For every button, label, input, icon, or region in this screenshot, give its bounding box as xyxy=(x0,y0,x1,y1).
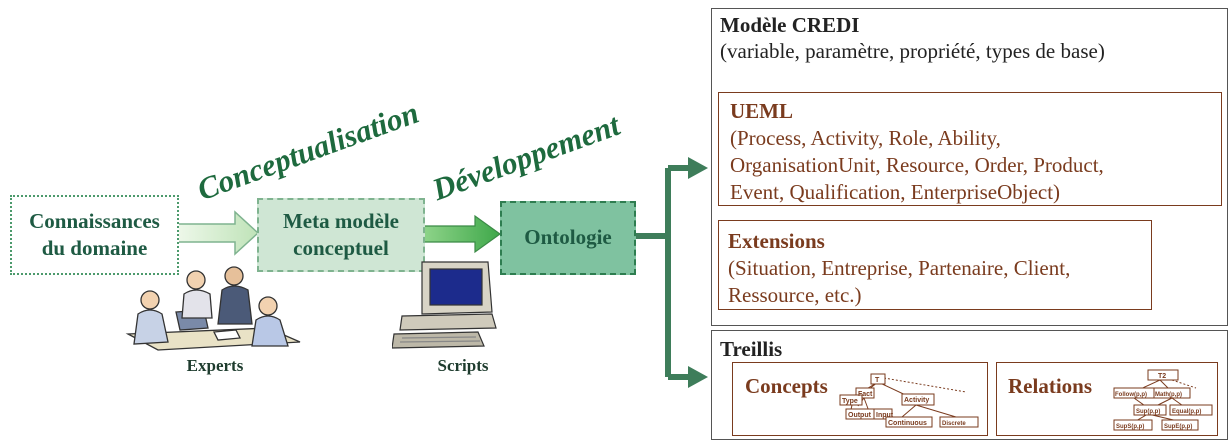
concept-node-output: Output xyxy=(848,412,872,419)
scripts-caption: Scripts xyxy=(437,356,489,375)
meta-model-box: Meta modèle conceptuel xyxy=(257,198,425,272)
extensions-box xyxy=(718,220,1152,310)
knowledge-line-2: du domaine xyxy=(41,236,148,260)
extensions-title: Extensions xyxy=(728,229,825,253)
credi-subtitle: (variable, paramètre, propriété, types d… xyxy=(720,39,1105,63)
concept-node-discrete: Discrete xyxy=(942,421,966,427)
relation-node-sups: SupS(p,p) xyxy=(1116,424,1144,430)
concept-node-type: Type xyxy=(842,398,858,405)
computer-illustration xyxy=(392,261,497,349)
arrowhead-to-credi xyxy=(688,157,708,179)
ueml-line-3: Event, Qualification, EnterpriseObject) xyxy=(730,180,1061,204)
concepts-title: Concepts xyxy=(745,374,828,398)
relation-node-t2: T2 xyxy=(1158,373,1166,380)
ueml-title: UEML xyxy=(730,99,793,123)
relation-node-sup: Sup(p,p) xyxy=(1136,409,1160,415)
relations-title: Relations xyxy=(1008,374,1092,398)
meta-line-2: conceptuel xyxy=(293,236,389,260)
concept-node-continuous: Continuous xyxy=(888,420,927,427)
experts-illustration xyxy=(125,266,301,351)
fork-connector xyxy=(633,165,690,380)
relation-node-supe: SupE(p,p) xyxy=(1164,424,1192,430)
arrowhead-to-treillis xyxy=(688,366,708,388)
concept-node-fact: Fact xyxy=(858,391,873,398)
relation-node-math: Math(p,p) xyxy=(1155,392,1182,398)
knowledge-box: Connaissances du domaine xyxy=(10,195,179,275)
concept-node-t: T xyxy=(875,377,880,384)
relation-node-equal: Equal(p,p) xyxy=(1172,409,1201,415)
meta-line-1: Meta modèle xyxy=(282,208,400,233)
extensions-line-2: Ressource, etc.) xyxy=(728,283,862,307)
arrow-knowledge-to-meta xyxy=(176,210,260,256)
relations-lattice: T2 Follow(p,p) Math(p,p) Sup(p,p) Equal(… xyxy=(1113,369,1213,431)
ueml-line-2: OrganisationUnit, Resource, Order, Produ… xyxy=(730,153,1104,177)
concept-node-activity: Activity xyxy=(904,397,929,404)
ontology-box: Ontologie xyxy=(500,201,636,275)
concept-node-input: Input xyxy=(876,412,894,419)
concepts-lattice: T Fact Type Activity Output Input Contin… xyxy=(839,373,979,428)
arrow-meta-to-ontology xyxy=(422,214,502,254)
credi-title: Modèle CREDI xyxy=(720,13,860,37)
ontology-label: Ontologie xyxy=(524,225,612,250)
extensions-line-1: (Situation, Entreprise, Partenaire, Clie… xyxy=(728,256,1071,280)
experts-caption: Experts xyxy=(186,356,244,375)
knowledge-line-1: Connaissances xyxy=(29,208,160,233)
ueml-line-1: (Process, Activity, Role, Ability, xyxy=(730,126,1001,150)
ueml-box xyxy=(718,92,1222,206)
relation-node-follow: Follow(p,p) xyxy=(1115,392,1147,398)
treillis-title: Treillis xyxy=(720,337,783,361)
